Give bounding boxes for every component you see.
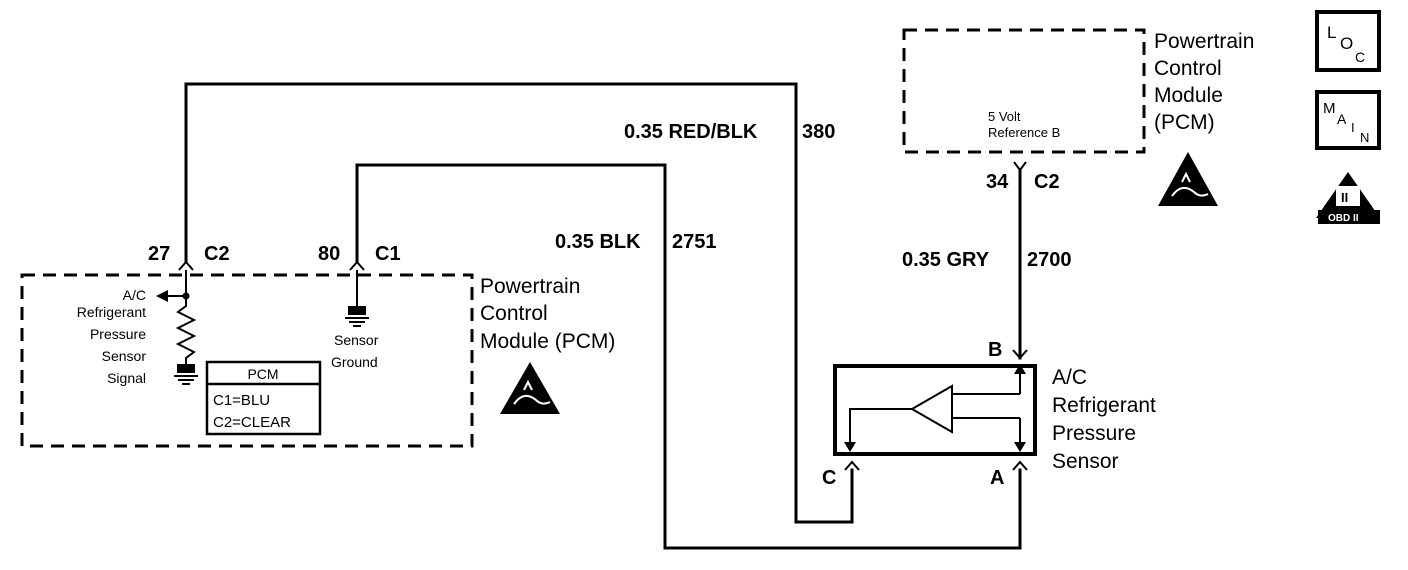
svg-text:Module: Module	[1154, 84, 1223, 107]
wire-2751-blk	[355, 163, 1022, 550]
wire-380-color: 0.35 RED/BLK	[624, 121, 758, 143]
svg-text:Powertrain: Powertrain	[1154, 30, 1254, 53]
svg-text:N: N	[1360, 130, 1369, 145]
wire-2751-color: 0.35 BLK	[555, 231, 641, 253]
connector-b-symbol	[1012, 349, 1028, 360]
wire-2751-circuit: 2751	[672, 231, 717, 253]
sensor-title: A/C Refrigerant Pressure Sensor	[1052, 366, 1156, 473]
svg-text:O: O	[1340, 34, 1353, 53]
svg-text:Powertrain: Powertrain	[480, 275, 580, 298]
svg-text:A: A	[1337, 111, 1347, 127]
svg-text:Module (PCM): Module (PCM)	[480, 330, 615, 353]
connector-c1: C1	[375, 243, 401, 265]
sensor-ground-label: Sensor Ground	[331, 332, 379, 370]
svg-text:C2=CLEAR: C2=CLEAR	[213, 414, 291, 431]
pcm-left-title: Powertrain Control Module (PCM)	[480, 275, 615, 353]
signal-internal-circuit	[156, 270, 198, 385]
wire-2700-color: 0.35 GRY	[902, 249, 990, 271]
svg-text:Sensor: Sensor	[102, 348, 147, 364]
svg-text:A/C: A/C	[1052, 366, 1087, 389]
pin-c: C	[822, 467, 836, 489]
svg-text:Control: Control	[480, 302, 548, 325]
svg-text:Sensor: Sensor	[1052, 450, 1119, 473]
connector-c2-left: C2	[204, 243, 230, 265]
pin-a: A	[990, 467, 1004, 489]
esd-warning-icon	[500, 362, 560, 414]
connector-c-symbol	[844, 460, 860, 471]
svg-text:PCM: PCM	[247, 366, 278, 382]
pcm-connector-legend: PCM C1=BLU C2=CLEAR	[205, 360, 322, 436]
svg-text:Pressure: Pressure	[1052, 422, 1136, 445]
wire-2700-circuit: 2700	[1027, 249, 1072, 271]
svg-text:Reference B: Reference B	[988, 125, 1060, 140]
svg-text:Ground: Ground	[331, 354, 378, 370]
sensor-internal-circuit	[844, 364, 1026, 452]
svg-text:A/C: A/C	[123, 287, 146, 303]
svg-text:Refrigerant: Refrigerant	[77, 304, 146, 320]
pin-27: 27	[148, 243, 170, 265]
reference-b-label: 5 Volt Reference B	[988, 109, 1060, 140]
svg-text:II: II	[1341, 190, 1348, 205]
main-icon: M A I N	[1315, 90, 1381, 150]
pin-b: B	[988, 339, 1002, 361]
svg-text:L: L	[1327, 23, 1336, 42]
svg-text:(PCM): (PCM)	[1154, 111, 1215, 134]
loc-icon: L O C	[1315, 10, 1381, 72]
svg-text:C1=BLU: C1=BLU	[213, 392, 270, 409]
pcm-top-title: Powertrain Control Module (PCM)	[1154, 30, 1254, 134]
svg-text:I: I	[1351, 120, 1355, 135]
svg-text:C: C	[1355, 49, 1365, 65]
pcm-top-box	[902, 28, 1146, 154]
obd-ii-icon: II OBD II	[1316, 172, 1380, 224]
svg-text:Sensor: Sensor	[334, 332, 379, 348]
pin-34: 34	[986, 171, 1009, 193]
connector-c2-top: C2	[1034, 171, 1060, 193]
pin-80: 80	[318, 243, 340, 265]
sensor-ground-internal-circuit	[345, 270, 369, 327]
wire-380-red-blk	[184, 82, 854, 524]
svg-text:Refrigerant: Refrigerant	[1052, 394, 1156, 417]
pcm-left-box	[20, 273, 474, 448]
svg-text:OBD II: OBD II	[1328, 213, 1359, 224]
signal-label: A/C Refrigerant Pressure Sensor Signal	[77, 287, 147, 386]
svg-text:5 Volt: 5 Volt	[988, 109, 1021, 124]
svg-text:Pressure: Pressure	[90, 326, 146, 342]
svg-text:M: M	[1323, 100, 1336, 117]
svg-text:Signal: Signal	[107, 370, 146, 386]
svg-text:Control: Control	[1154, 57, 1222, 80]
esd-warning-icon	[1158, 152, 1218, 206]
connector-a-symbol	[1012, 460, 1028, 471]
wire-380-circuit: 380	[802, 121, 835, 143]
